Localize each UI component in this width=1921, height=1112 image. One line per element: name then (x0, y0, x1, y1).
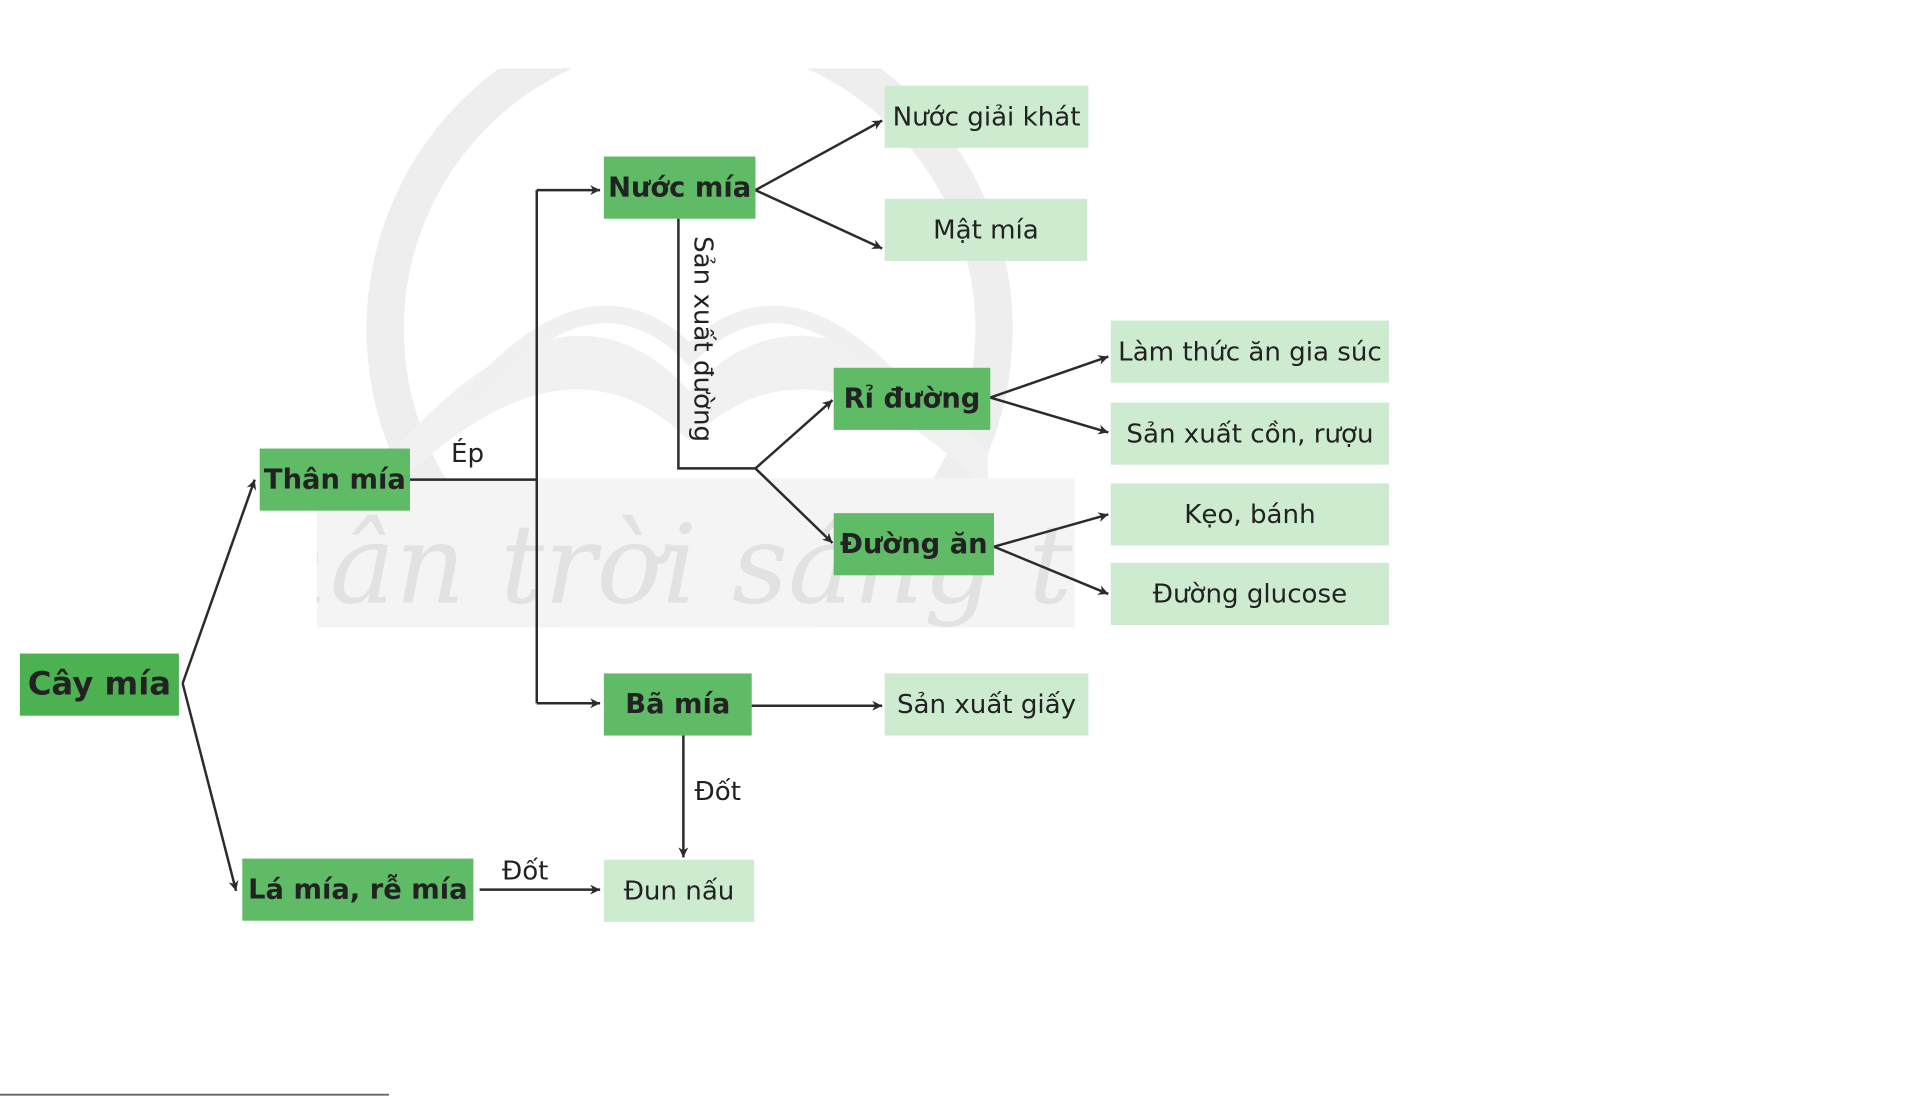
label-dot-ba-mia: Đốt (695, 777, 741, 807)
arrow-to-ri-duong (755, 400, 832, 468)
arrow-to-nuoc-giai-khat (755, 121, 882, 191)
node-cay-mia: Cây mía (20, 654, 179, 716)
node-than-mia: Thân mía (260, 449, 410, 511)
arrow-to-duong-an (755, 468, 832, 543)
arrow-cay-to-la (183, 683, 236, 890)
node-keo-banh: Kẹo, bánh (1111, 483, 1389, 545)
node-duong-an: Đường ăn (834, 513, 994, 575)
node-la-mia-re-mia: Lá mía, rễ mía (242, 859, 473, 921)
arrow-to-con-ruou (990, 398, 1108, 433)
arrow-to-thuc-an-gia-suc (990, 357, 1108, 398)
node-dun-nau: Đun nấu (604, 860, 754, 922)
node-nuoc-giai-khat: Nước giải khát (885, 86, 1089, 148)
node-ba-mia: Bã mía (604, 673, 752, 735)
arrow-cay-to-than (183, 480, 255, 684)
node-lam-thuc-an-gia-suc: Làm thức ăn gia súc (1111, 321, 1389, 383)
label-san-xuat-duong: Sản xuất đường (688, 236, 718, 442)
node-san-xuat-giay: Sản xuất giấy (885, 673, 1089, 735)
label-ep: Ép (451, 439, 484, 469)
node-ri-duong: Rỉ đường (834, 368, 991, 430)
node-duong-glucose: Đường glucose (1111, 563, 1389, 625)
node-nuoc-mia: Nước mía (604, 157, 756, 219)
node-mat-mia: Mật mía (885, 199, 1088, 261)
arrow-to-mat-mia (755, 190, 882, 248)
arrow-to-keo-banh (994, 514, 1108, 546)
arrow-to-glucose (994, 547, 1108, 594)
label-dot-la-mia: Đốt (502, 856, 548, 886)
node-san-xuat-con-ruou: Sản xuất cồn, rượu (1111, 403, 1389, 465)
